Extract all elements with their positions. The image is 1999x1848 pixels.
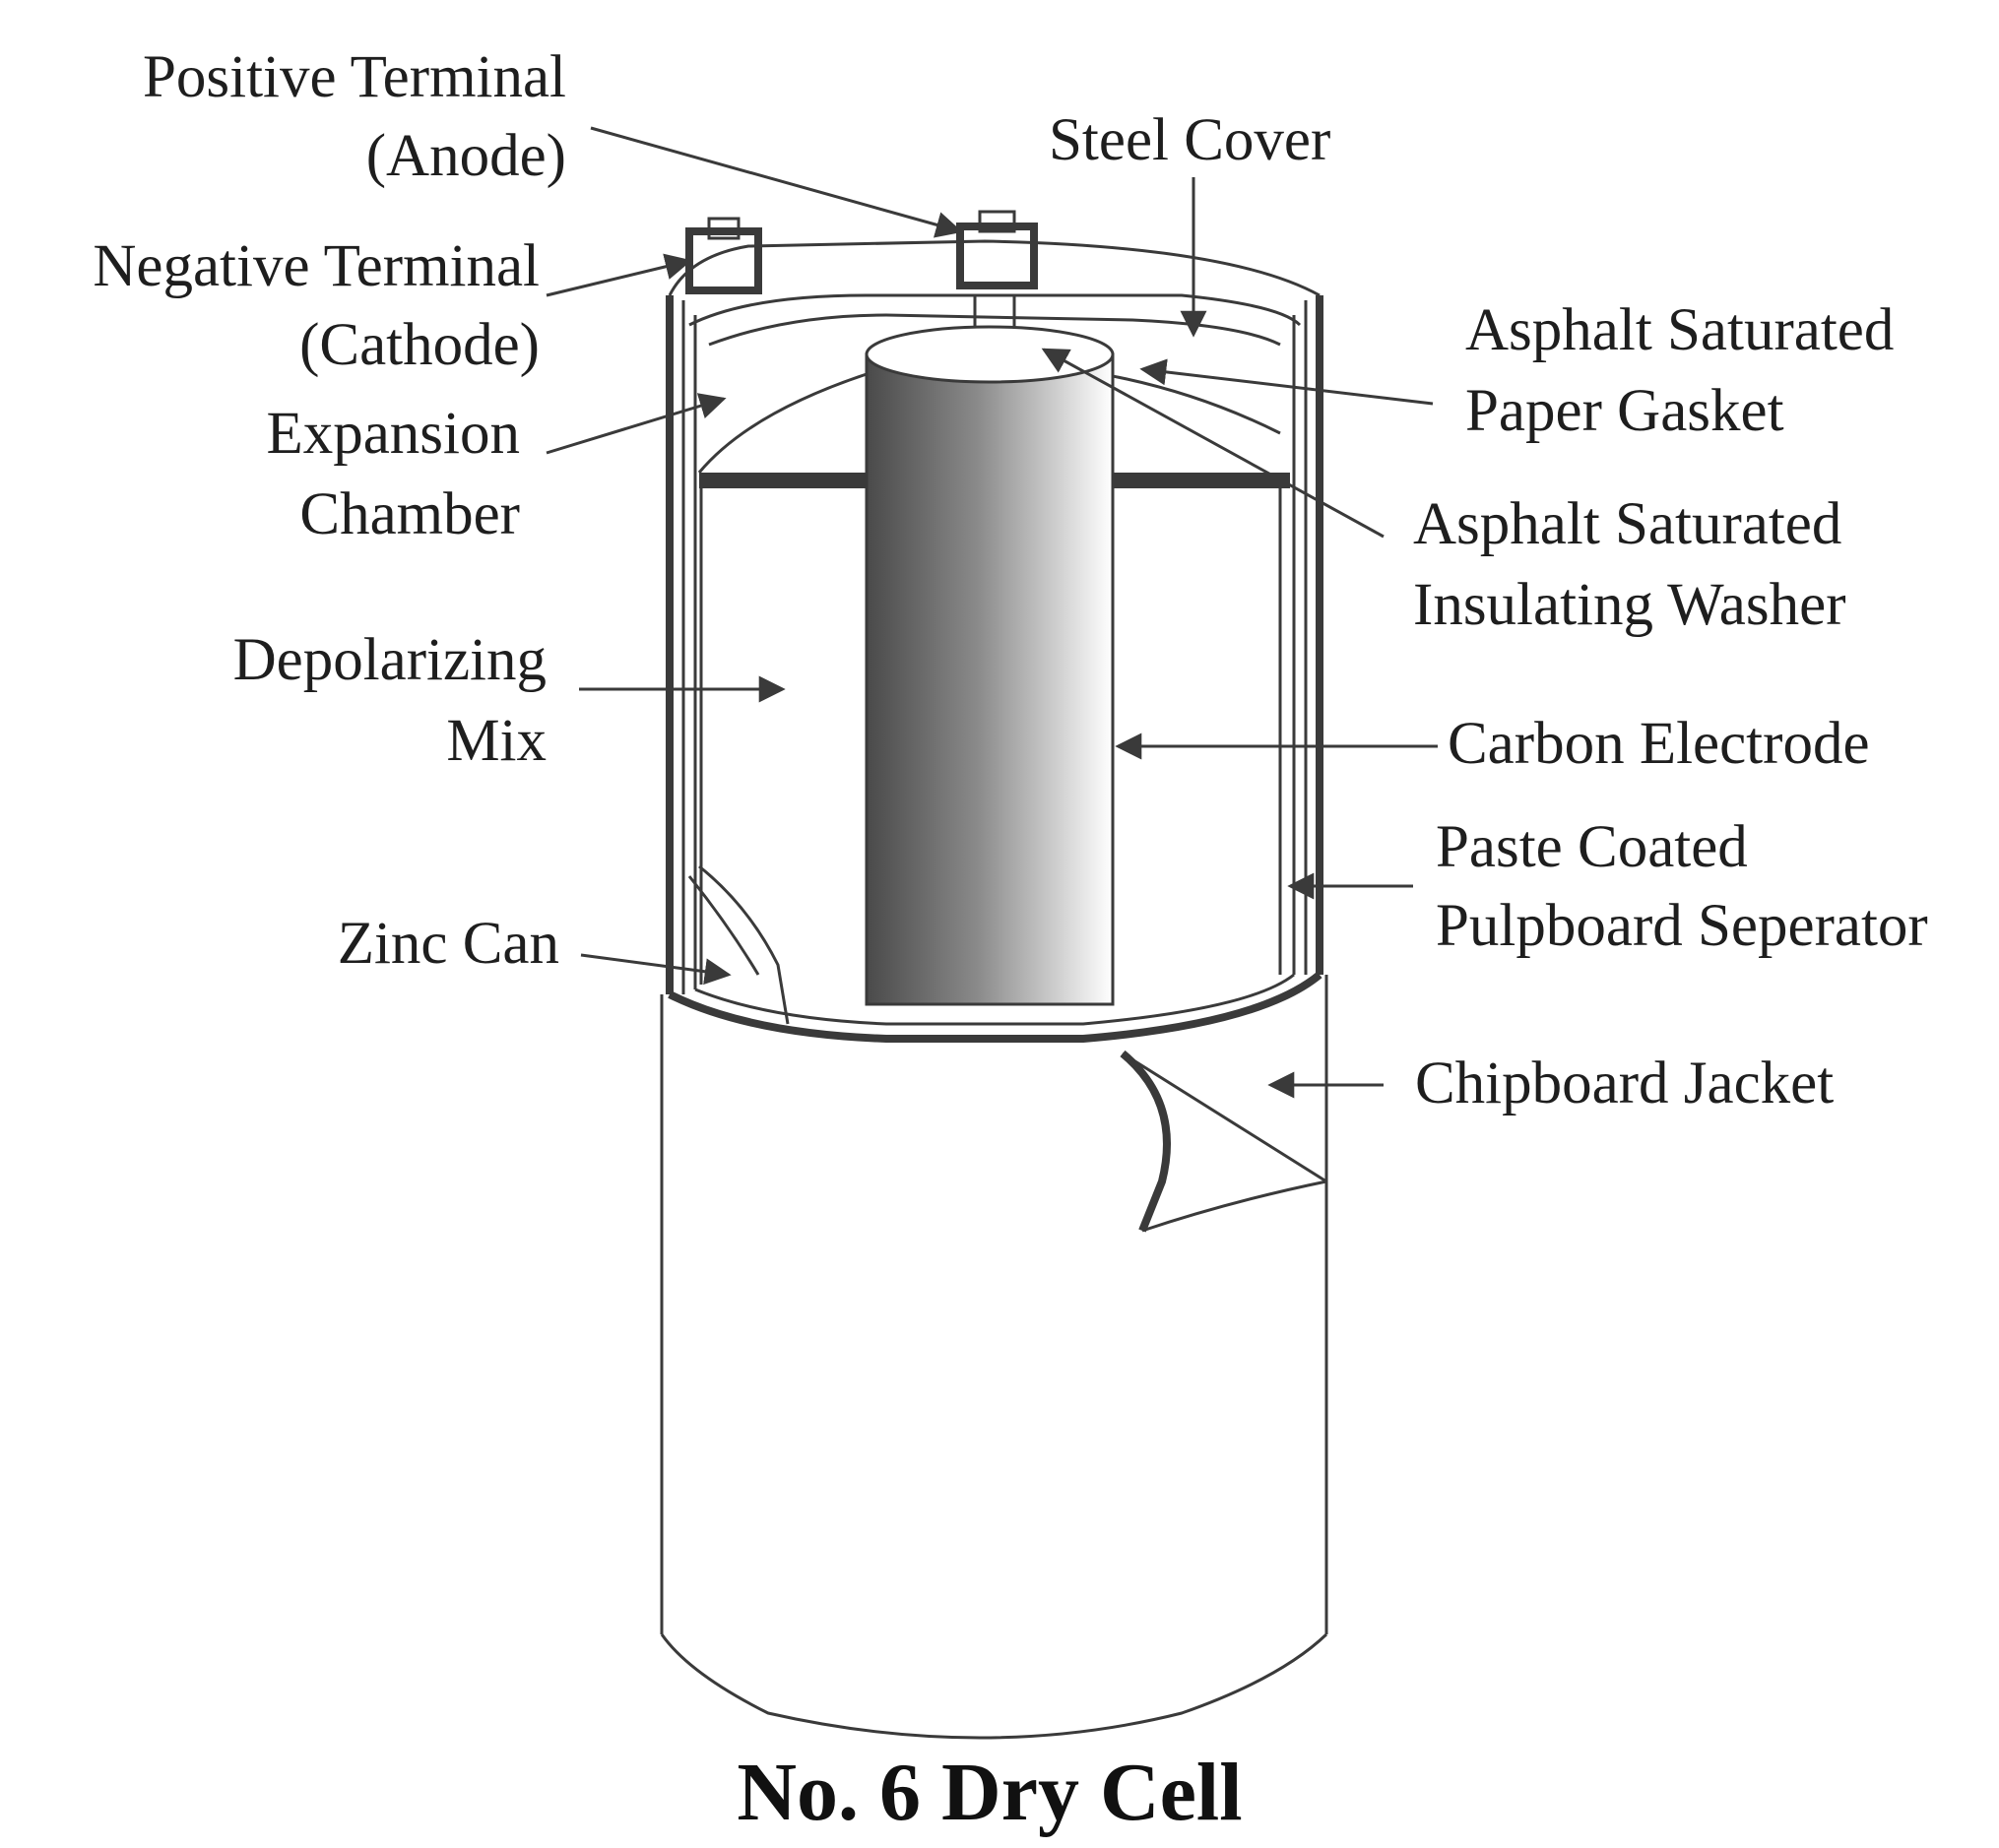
steel-cover [668, 239, 1321, 347]
label-positive-terminal-anode: (Anode) [366, 123, 566, 189]
label-chamber: Chamber [299, 481, 520, 547]
chipboard-jacket-body [660, 975, 1328, 1740]
zinc-can [666, 295, 1323, 1043]
label-zinc-can: Zinc Can [338, 911, 559, 977]
label-negative-terminal: Negative Terminal [93, 233, 540, 299]
label-depolarizing: Depolarizing [233, 627, 547, 693]
diagram-title: No. 6 Dry Cell [737, 1747, 1242, 1838]
label-positive-terminal: Positive Terminal [143, 44, 566, 110]
label-steel-cover: Steel Cover [1049, 107, 1330, 173]
label-asphalt-gasket: Asphalt Saturated [1465, 297, 1894, 363]
label-negative-terminal-cathode: (Cathode) [299, 312, 540, 378]
positive-terminal [956, 210, 1038, 347]
label-asphalt-washer: Asphalt Saturated [1413, 491, 1841, 557]
label-insulating-washer: Insulating Washer [1413, 572, 1846, 638]
paste-coated-separator [687, 864, 790, 1025]
label-expansion: Expansion [266, 401, 520, 467]
label-chipboard-jacket: Chipboard Jacket [1415, 1051, 1834, 1116]
leader-lines [546, 126, 1438, 1099]
label-paste-coated: Paste Coated [1436, 814, 1748, 880]
label-mix: Mix [446, 708, 547, 774]
label-pulpboard-separator: Pulpboard Seperator [1436, 893, 1928, 959]
label-carbon-electrode: Carbon Electrode [1448, 711, 1870, 777]
chipboard-jacket-flap [1120, 1050, 1327, 1233]
negative-terminal [685, 217, 762, 294]
carbon-electrode [865, 325, 1115, 1006]
label-paper-gasket: Paper Gasket [1465, 378, 1784, 444]
